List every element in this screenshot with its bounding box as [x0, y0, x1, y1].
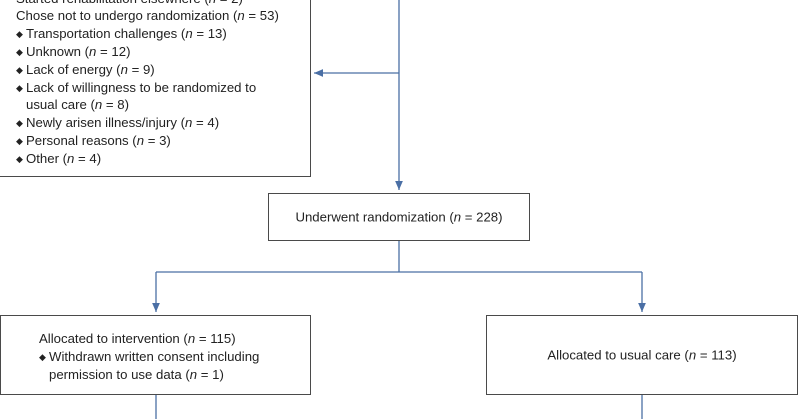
exclusion-item: ◆Personal reasons (n = 3) [16, 132, 171, 151]
exclusion-item: ◆Transportation challenges (n = 13) [16, 25, 227, 44]
diamond-bullet-icon: ◆ [16, 153, 23, 164]
exclusion-box: Started rehabilitation elsewhere (n = 2)… [0, 0, 311, 177]
usual-care-label: Allocated to usual care (n = 113) [547, 347, 737, 363]
diamond-bullet-icon: ◆ [16, 82, 23, 93]
intervention-title: Allocated to intervention (n = 115) [39, 331, 236, 346]
exclusion-item: usual care (n = 8) [26, 97, 130, 113]
usual-care-box: Allocated to usual care (n = 113) [486, 315, 798, 395]
exclusion-item: ◆Lack of willingness to be randomized to [16, 79, 256, 98]
randomization-box: Underwent randomization (n = 228) [268, 193, 530, 241]
exclusion-item: ◆Unknown (n = 12) [16, 43, 131, 62]
exclusion-item: ◆Newly arisen illness/injury (n = 4) [16, 114, 219, 133]
diamond-bullet-icon: ◆ [16, 135, 23, 146]
diamond-bullet-icon: ◆ [16, 118, 23, 129]
intervention-box: Allocated to intervention (n = 115) ◆Wit… [0, 315, 311, 395]
exclusion-item: ◆Lack of energy (n = 9) [16, 61, 155, 80]
diamond-bullet-icon: ◆ [16, 29, 23, 40]
diamond-bullet-icon: ◆ [39, 352, 46, 362]
exclusion-item: Started rehabilitation elsewhere (n = 2) [16, 0, 243, 7]
intervention-bullet-line2: permission to use data (n = 1) [49, 367, 224, 382]
diamond-bullet-icon: ◆ [16, 64, 23, 75]
intervention-bullet-line1: ◆Withdrawn written consent including [39, 348, 259, 367]
diamond-bullet-icon: ◆ [16, 46, 23, 57]
randomization-label: Underwent randomization (n = 228) [295, 209, 503, 225]
exclusion-item: Chose not to undergo randomization (n = … [16, 8, 279, 24]
exclusion-item: ◆Other (n = 4) [16, 150, 101, 169]
